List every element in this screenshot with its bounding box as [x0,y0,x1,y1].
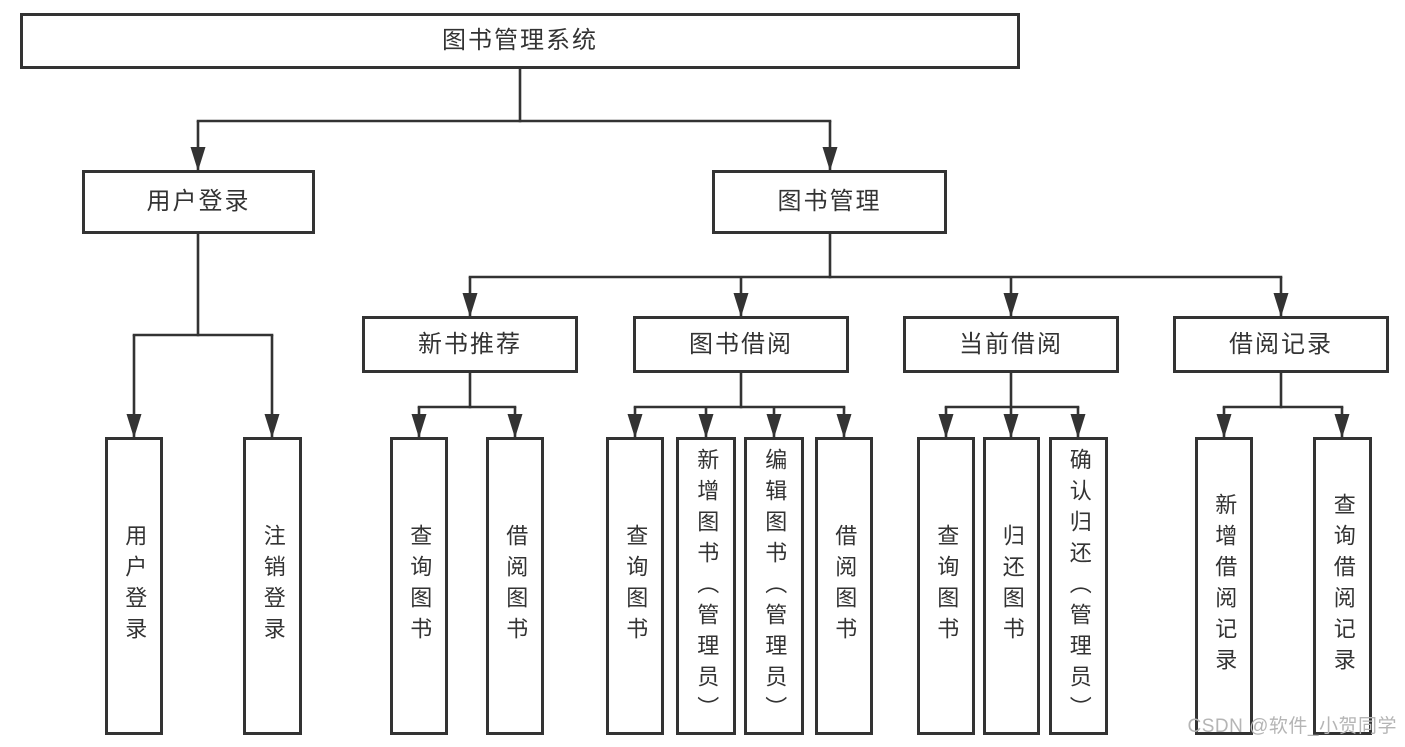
leaf-query-borrow-record: 查询借阅记录 [1313,437,1372,735]
node-book-management: 图书管理 [712,170,947,234]
connector-arrows [126,121,1350,438]
node-new-book-recommendation: 新书推荐 [362,316,578,373]
leaf-borrow-books-recommend: 借阅图书 [486,437,544,735]
csdn-watermark: CSDN @软件_小贺同学 [1187,716,1397,737]
leaf-add-book-admin: 新增图书（管理员） [676,437,736,735]
leaf-return-books: 归还图书 [983,437,1040,735]
node-user-login: 用户登录 [82,170,315,234]
leaf-query-books-recommend: 查询图书 [390,437,448,735]
leaf-user-login: 用户登录 [105,437,163,735]
leaf-borrow-books: 借阅图书 [815,437,873,735]
node-borrowing-records: 借阅记录 [1173,316,1389,373]
leaf-logout: 注销登录 [243,437,302,735]
leaf-add-borrow-record: 新增借阅记录 [1195,437,1253,735]
node-book-borrowing: 图书借阅 [633,316,849,373]
leaf-query-books-current: 查询图书 [917,437,975,735]
connector-rails [132,67,1344,409]
node-current-borrowing: 当前借阅 [903,316,1119,373]
leaf-query-books-borrow: 查询图书 [606,437,664,735]
leaf-edit-book-admin: 编辑图书（管理员） [744,437,804,735]
leaf-confirm-return-admin: 确认归还（管理员） [1049,437,1108,735]
node-library-management-system: 图书管理系统 [20,13,1020,69]
